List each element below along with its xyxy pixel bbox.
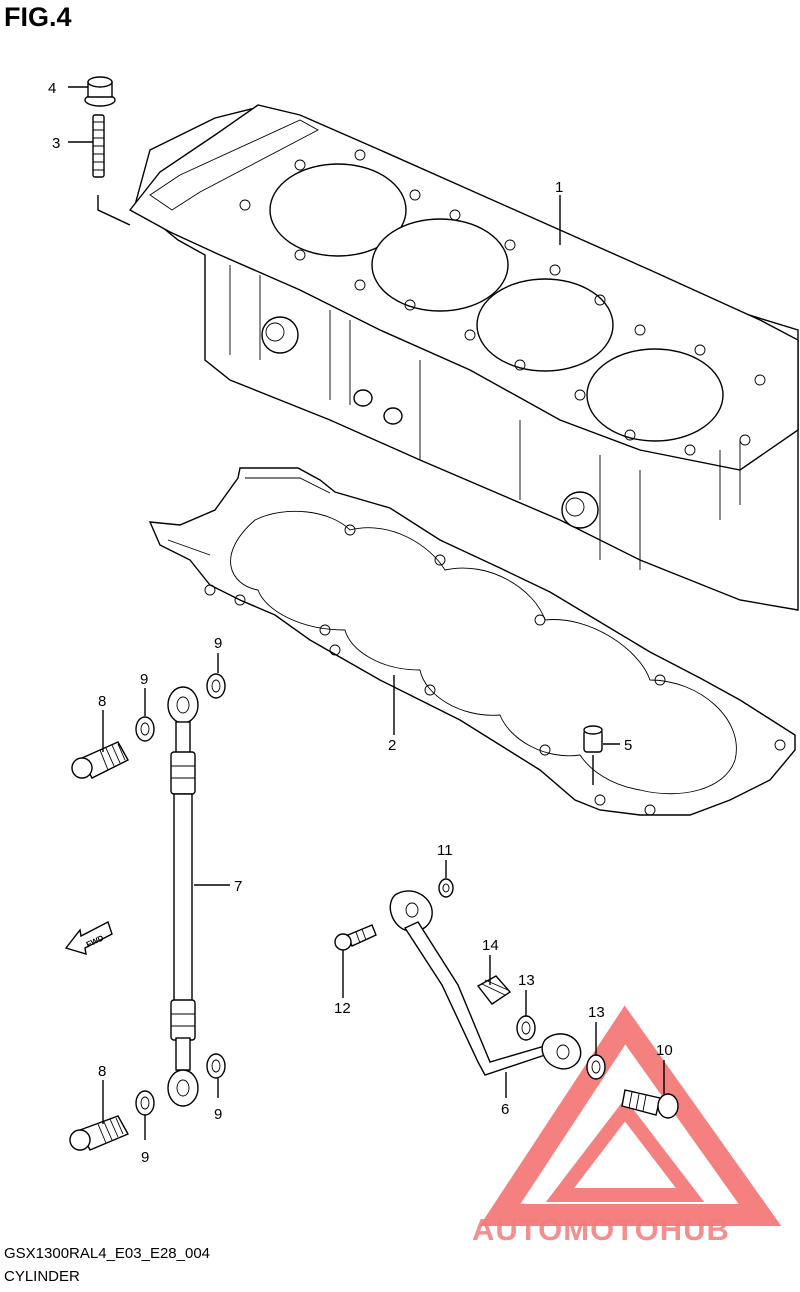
flange-nut xyxy=(84,76,116,107)
leader-lines xyxy=(68,86,665,1140)
fwd-arrow-icon: FWD xyxy=(64,921,113,955)
gasket-holes xyxy=(204,524,786,816)
oil-pipe xyxy=(389,890,582,1076)
callout-3: 3 xyxy=(52,135,60,152)
callout-9-d: 9 xyxy=(214,1106,222,1123)
oil-hose-vertical xyxy=(167,686,199,1107)
washer-13b xyxy=(586,1054,606,1080)
callout-8-upper: 8 xyxy=(98,693,106,710)
watermark-triangle-logo-icon xyxy=(479,1005,782,1226)
watermark-text: AUTOMOTOHUB xyxy=(472,1212,730,1247)
callout-13-b: 13 xyxy=(588,1004,605,1021)
watermark-text-full: AUTOMOTOHUB xyxy=(472,1212,730,1247)
callout-9-a: 9 xyxy=(140,671,148,688)
callout-11: 11 xyxy=(437,842,453,859)
mounting-bolt xyxy=(334,924,377,951)
cylinder-gasket xyxy=(148,467,796,816)
washer-9a xyxy=(135,716,155,742)
callout-labels: 1 2 3 4 5 6 7 8 8 9 9 9 9 10 11 12 13 13… xyxy=(48,80,673,1166)
union-bolt-lower xyxy=(69,1115,129,1151)
callout-1: 1 xyxy=(555,179,563,196)
svg-text:AUTOMOTOHUB: AUTOMOTOHUB xyxy=(472,1212,730,1247)
callout-8-lower: 8 xyxy=(98,1063,106,1080)
washer-9d xyxy=(206,1053,226,1079)
section-name: CYLINDER xyxy=(4,1268,80,1285)
callout-9-b: 9 xyxy=(214,635,222,652)
stud-holes xyxy=(239,149,766,456)
callout-13-a: 13 xyxy=(518,972,535,989)
callout-2: 2 xyxy=(388,737,396,754)
pipe-bolt xyxy=(621,1089,679,1119)
callout-9-c: 9 xyxy=(141,1149,149,1166)
cylinder-block xyxy=(128,104,799,611)
callout-7: 7 xyxy=(234,878,242,895)
dowel-pin xyxy=(583,725,603,753)
model-code: GSX1300RAL4_E03_E28_004 xyxy=(4,1245,211,1262)
washer-9c xyxy=(135,1090,155,1116)
figure-title: FIG.4 xyxy=(4,2,72,32)
callout-10: 10 xyxy=(656,1042,673,1059)
washer-9b xyxy=(206,673,226,699)
washer-13a xyxy=(516,1015,536,1041)
callout-14: 14 xyxy=(482,937,499,954)
callout-12: 12 xyxy=(334,1000,351,1017)
washer-11 xyxy=(438,878,454,898)
union-bolt-upper xyxy=(71,741,129,779)
callout-6: 6 xyxy=(501,1101,509,1118)
callout-5: 5 xyxy=(624,737,632,754)
rubber-cap xyxy=(476,975,512,1005)
callout-4: 4 xyxy=(48,80,56,97)
stud-bolt xyxy=(92,114,105,178)
